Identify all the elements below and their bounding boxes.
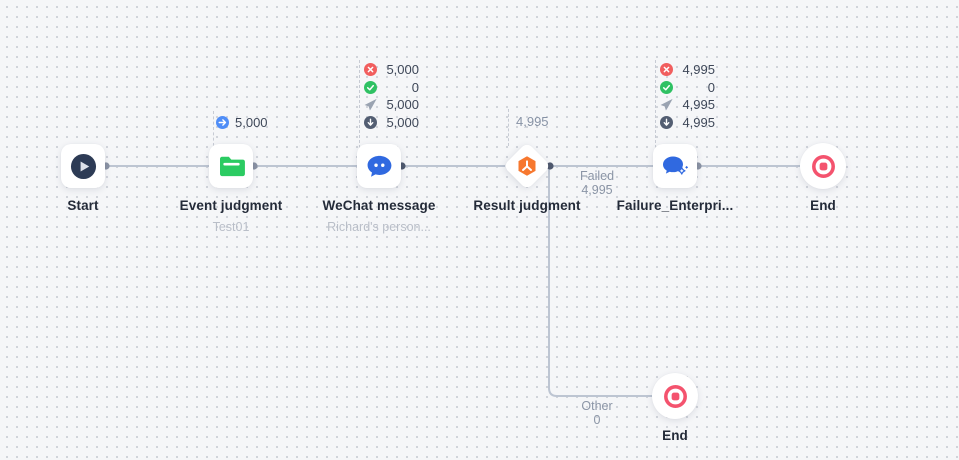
node-start[interactable]: [61, 144, 105, 188]
node-label-end-main: End: [810, 198, 836, 213]
branch-count: 4,995: [581, 183, 613, 197]
node-label-event-judgment: Event judgment: [179, 198, 283, 213]
branch-icon: [518, 156, 536, 176]
stat-connector-dashed: [213, 111, 214, 146]
delivered-count-icon: [660, 116, 673, 130]
result-judgment-stat: 4,995: [516, 114, 549, 129]
stat-row: 5,000: [364, 114, 419, 132]
edge-other-branch: [548, 166, 652, 397]
node-failure-enterprise[interactable]: [653, 144, 697, 188]
branch-label-failed: Failed 4,995: [580, 169, 614, 197]
node-label-result-judgment: Result judgment: [473, 198, 581, 213]
branch-name: Failed: [579, 169, 615, 183]
success-count: 0: [411, 79, 419, 95]
stat-connector-dashed: [655, 60, 656, 148]
sent-count-icon: [364, 98, 377, 111]
branch-count: 0: [593, 413, 601, 427]
chat-failure-icon: [662, 156, 688, 175]
entered-count-icon: [216, 116, 229, 129]
folder-icon: [219, 156, 245, 176]
failed-count: 4,995: [682, 62, 715, 78]
node-end-other[interactable]: [652, 373, 698, 419]
stat-row: 4,995: [660, 114, 715, 132]
success-count-icon: [364, 80, 377, 94]
sent-count: 4,995: [682, 97, 715, 113]
node-result-judgment[interactable]: [502, 141, 552, 191]
chat-bubble-icon: [367, 155, 391, 177]
failed-count: 5,000: [386, 62, 419, 78]
node-end-main[interactable]: [800, 143, 846, 189]
end-icon: [663, 384, 687, 408]
stat-connector-dashed: [359, 60, 360, 148]
play-icon: [70, 153, 96, 179]
stat-row: 0: [660, 79, 715, 97]
node-label-wechat-message: WeChat message: [322, 198, 436, 213]
delivered-count: 4,995: [682, 115, 715, 131]
entered-count: 5,000: [235, 115, 268, 130]
node-subtitle-wechat-message: Richard's person...: [327, 220, 431, 234]
failed-count-icon: [660, 63, 673, 77]
stat-row: 4,995: [660, 61, 715, 79]
stat-connector-dashed: [508, 109, 509, 146]
stat-row: 4,995: [660, 96, 715, 114]
node-subtitle-event-judgment: Test01: [212, 220, 250, 234]
stat-row: 5,000: [364, 61, 419, 79]
success-count-icon: [660, 80, 673, 94]
failure-enterprise-stats: 4,995 0 4,995 4,995: [660, 61, 715, 131]
event-judgment-stat: 5,000: [216, 115, 268, 130]
node-event-judgment[interactable]: [209, 144, 253, 188]
success-count: 0: [707, 79, 715, 95]
stat-row: 5,000: [364, 96, 419, 114]
end-icon: [811, 154, 835, 178]
branch-name: Other: [581, 399, 613, 413]
node-label-end-other: End: [662, 428, 688, 443]
branch-label-other: Other 0: [581, 399, 612, 427]
node-label-start: Start: [67, 198, 99, 213]
sent-count: 5,000: [386, 97, 419, 113]
sent-count-icon: [660, 98, 673, 111]
delivered-count: 5,000: [386, 115, 419, 131]
node-wechat-message[interactable]: [357, 144, 401, 188]
node-label-failure-enterprise: Failure_Enterpri...: [616, 198, 734, 213]
stat-row: 0: [364, 79, 419, 97]
delivered-count-icon: [364, 116, 377, 130]
failed-count-icon: [364, 63, 377, 77]
wechat-message-stats: 5,000 0 5,000 5,000: [364, 61, 419, 131]
